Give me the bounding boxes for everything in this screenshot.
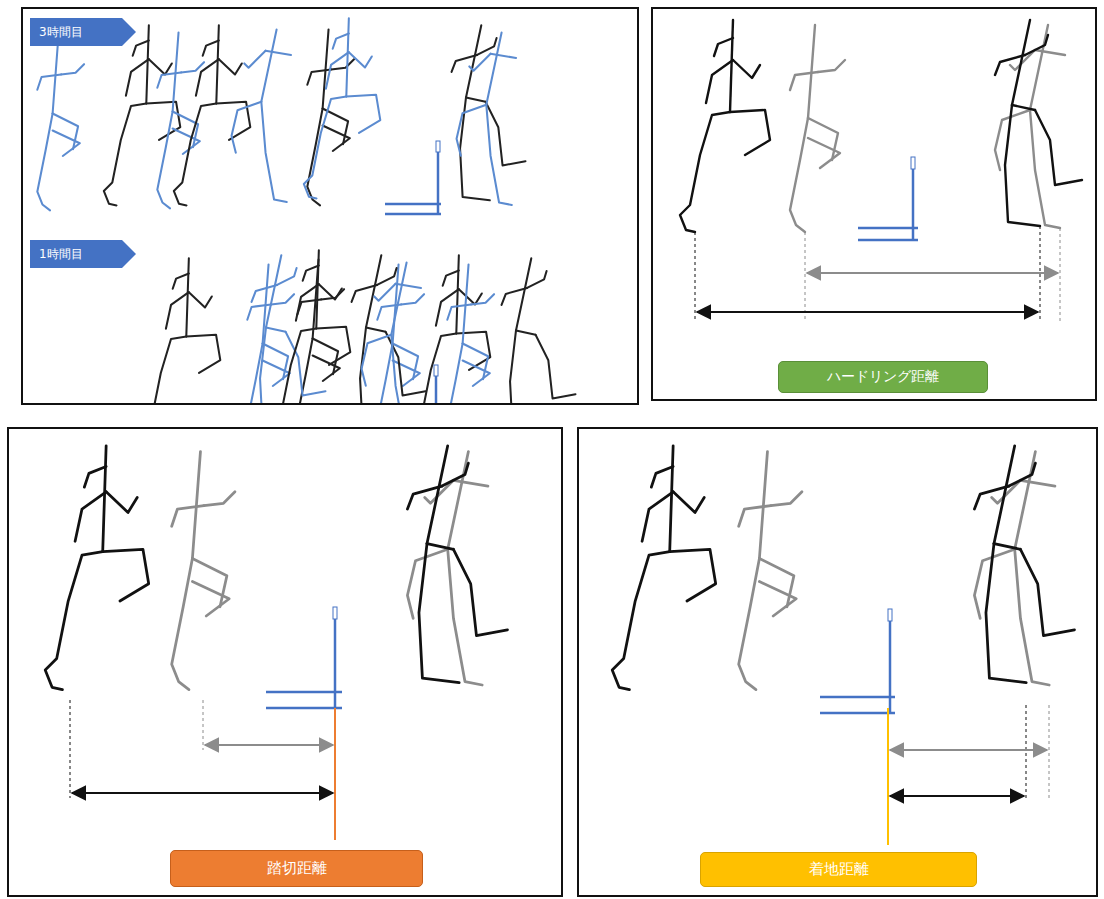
dimension-arrow	[205, 744, 333, 746]
stick-figure	[612, 446, 716, 690]
dimension-arrow	[890, 795, 1024, 797]
distance-label-box: 踏切距離	[170, 850, 423, 887]
tag-shape	[30, 240, 136, 268]
panel-frame	[22, 8, 638, 404]
stick-figure	[304, 18, 381, 198]
hurdle-position-line	[334, 708, 336, 840]
hurdle-position-line	[887, 708, 889, 845]
dimension-arrow	[807, 272, 1058, 274]
stick-figure	[45, 446, 149, 690]
stick-figure	[974, 446, 1074, 683]
stick-figure	[172, 452, 235, 690]
hurdling-sequence	[680, 20, 1082, 232]
stick-figure	[362, 262, 422, 403]
distance-label-box: ハードリング距離	[778, 361, 988, 393]
stick-figure	[274, 250, 351, 403]
label-text: ハードリング距離	[827, 368, 939, 386]
label-text: 1時間目	[39, 246, 83, 263]
stick-figure	[995, 25, 1065, 228]
guide-lines	[695, 226, 1060, 322]
guide-lines	[1026, 705, 1049, 800]
stick-figure	[680, 20, 770, 232]
distance-label-box: 着地距離	[700, 852, 977, 887]
hurdle	[266, 607, 342, 708]
guide-lines	[70, 700, 203, 798]
dimension-arrow	[72, 792, 333, 794]
hurdling-sequence	[45, 446, 507, 690]
hurdling-sequence	[612, 446, 1074, 690]
hurdle	[434, 365, 438, 403]
hurdle	[820, 609, 895, 713]
stick-figure	[790, 25, 845, 232]
stick-figure	[232, 29, 292, 202]
hurdle	[858, 157, 918, 240]
label-text: 踏切距離	[267, 859, 327, 878]
label-text: 3時間目	[39, 24, 83, 41]
stick-figure	[457, 32, 516, 205]
label-text: 着地距離	[809, 860, 869, 879]
panel-frame	[652, 8, 1096, 400]
stick-figure	[352, 255, 426, 403]
panel-frame	[8, 428, 562, 896]
dimension-arrow	[890, 749, 1047, 751]
stick-figure	[407, 452, 488, 685]
dimension-arrow	[697, 311, 1038, 313]
stick-figure	[739, 452, 802, 690]
panel-frame	[578, 428, 1097, 896]
stick-figure	[144, 258, 221, 403]
tag-shape	[30, 18, 136, 46]
stick-figure	[974, 452, 1054, 685]
stick-figure	[37, 34, 84, 210]
hurdle	[385, 141, 441, 215]
stick-figure	[447, 264, 494, 403]
session-tag: 1時間目	[30, 240, 136, 268]
stick-figure	[502, 258, 576, 403]
stick-figure	[995, 20, 1082, 226]
stick-figure	[104, 25, 181, 205]
session-tag: 3時間目	[30, 18, 136, 46]
motion-overlay	[37, 18, 575, 403]
stick-figure	[174, 25, 251, 205]
stick-figure	[407, 446, 507, 683]
